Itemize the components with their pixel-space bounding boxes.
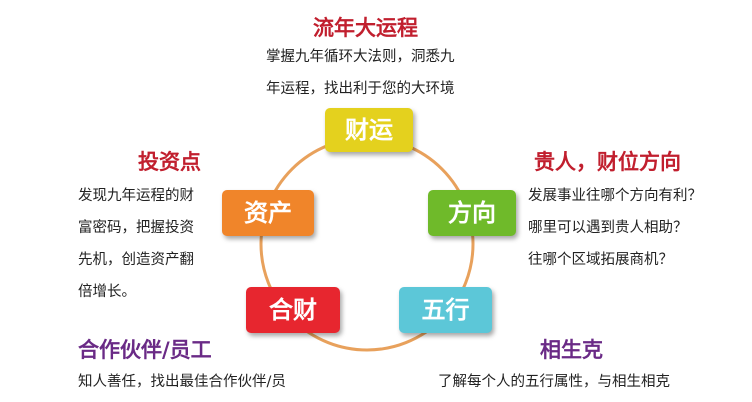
box-fangxiang: 方向 [428, 190, 516, 236]
right-upper-description: 发展事业往哪个方向有利？ 哪里可以遇到贵人相助？ 往哪个区域拓展商机？ [528, 180, 702, 276]
right-upper-title: 贵人，财位方向 [534, 150, 681, 174]
right-lower-description: 了解每个人的五行属性，与相生相克 [438, 366, 670, 398]
left-upper-line: 先机，创造资产翻 [78, 252, 194, 268]
box-zichan: 资产 [222, 190, 314, 236]
left-lower-line: 知人善任，找出最佳合作伙伴/员 [78, 374, 286, 390]
top-description: 掌握九年循环大法则，洞悉九 年运程，找出利于您的大环境 [266, 41, 455, 105]
left-upper-line: 发现九年运程的财 [78, 188, 194, 204]
right-upper-line: 发展事业往哪个方向有利？ [528, 188, 702, 204]
left-upper-line: 富密码，把握投资 [78, 220, 194, 236]
box-wuxing: 五行 [399, 287, 492, 333]
right-lower-line: 了解每个人的五行属性，与相生相克 [438, 374, 670, 390]
right-lower-title: 相生克 [540, 338, 603, 362]
left-upper-line: 倍增长。 [78, 284, 136, 300]
box-hecai: 合财 [246, 287, 340, 333]
top-line: 掌握九年循环大法则，洞悉九 [266, 49, 455, 65]
box-caiyun: 财运 [325, 108, 413, 152]
top-title: 流年大运程 [313, 16, 418, 40]
top-line: 年运程，找出利于您的大环境 [266, 81, 455, 97]
right-upper-line: 往哪个区域拓展商机？ [528, 252, 673, 268]
left-upper-title: 投资点 [138, 150, 201, 174]
left-lower-description: 知人善任，找出最佳合作伙伴/员 [78, 366, 286, 398]
right-upper-line: 哪里可以遇到贵人相助？ [528, 220, 688, 236]
left-lower-title: 合作伙伴/员工 [78, 338, 212, 362]
left-upper-description: 发现九年运程的财 富密码，把握投资 先机，创造资产翻 倍增长。 [78, 180, 194, 308]
